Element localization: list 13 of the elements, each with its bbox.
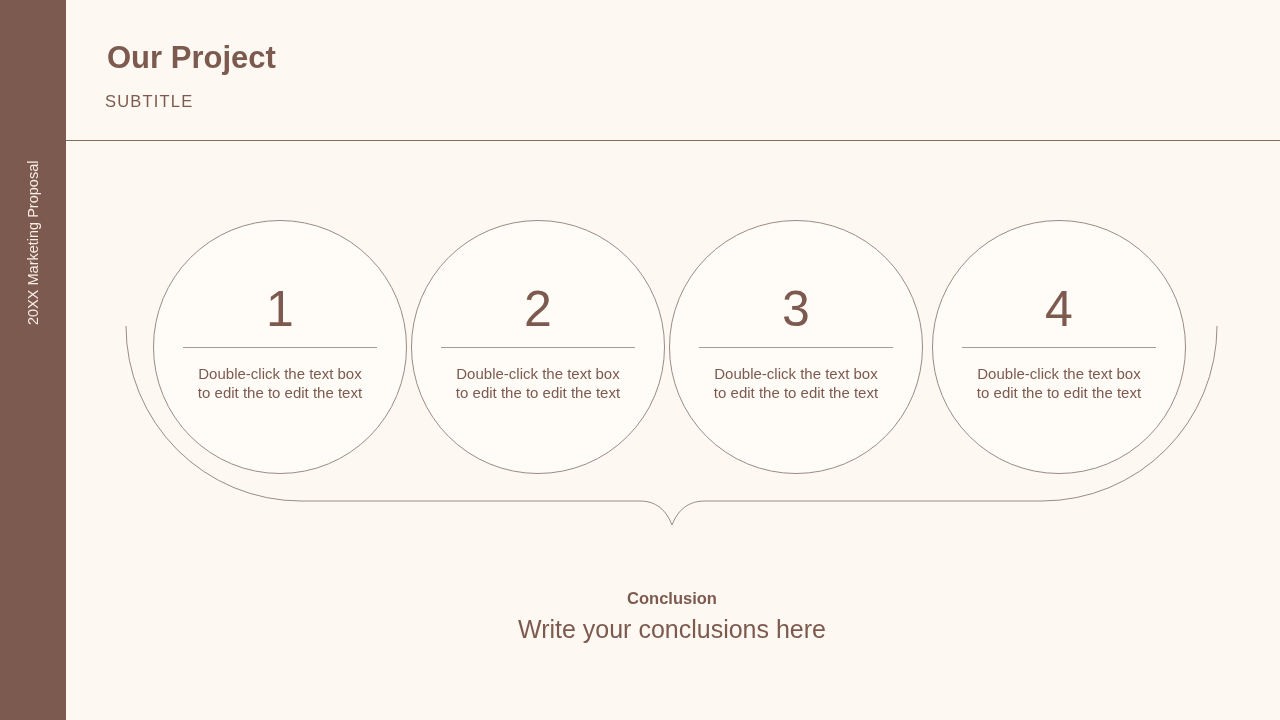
step-description: Double-click the text box to edit the to edit the text [454, 364, 622, 402]
subtitle: SUBTITLE [105, 92, 194, 111]
step-number: 1 [265, 280, 295, 339]
step-description: Double-click the text box to edit the to edit the text [712, 364, 880, 402]
step-number: 3 [781, 280, 811, 339]
side-label: 20XX Marketing Proposal [24, 160, 42, 325]
step-description: Double-click the text box to edit the to edit the text [196, 364, 364, 402]
conclusion-text: Write your conclusions here [517, 615, 827, 644]
slide-title: Our Project [107, 40, 276, 76]
step-description: Double-click the text box to edit the to edit the text [975, 364, 1143, 402]
step-number: 4 [1044, 280, 1074, 339]
conclusion-heading: Conclusion [626, 589, 718, 608]
step-number: 2 [523, 280, 553, 339]
